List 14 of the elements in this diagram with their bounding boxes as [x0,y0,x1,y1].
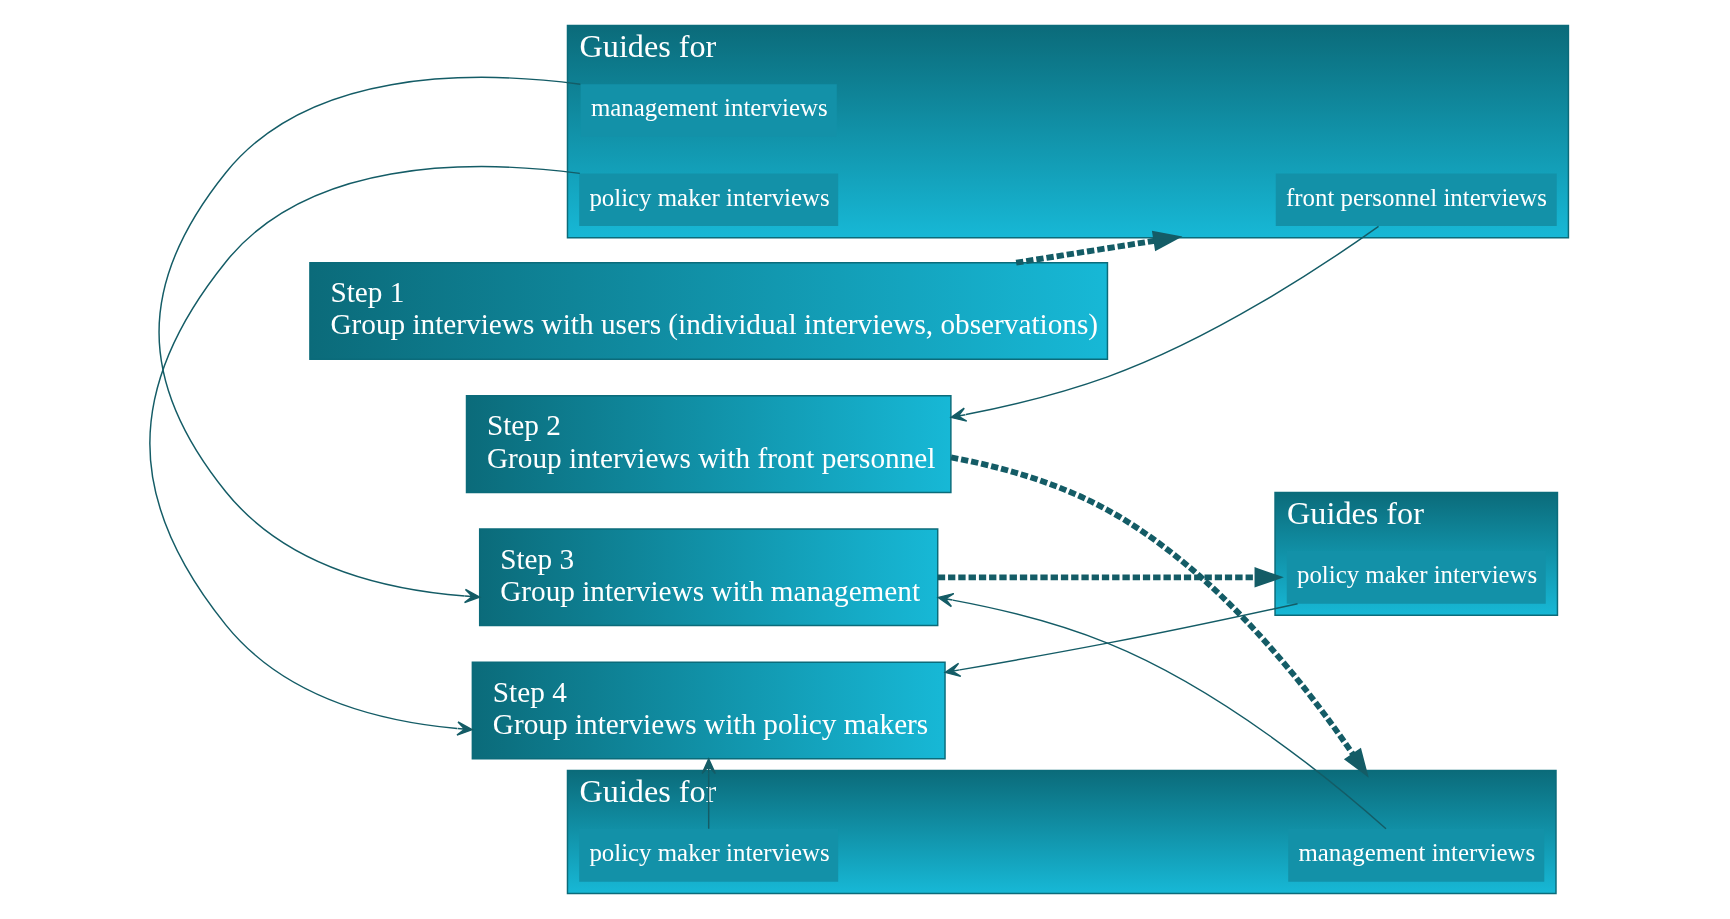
arrow [149,165,581,736]
arrow [950,454,1369,778]
arrow [950,225,1380,422]
node-box: Step 1 Group interviews with users (individual interviews, observations) [309,261,1109,360]
node-box: Step 2 Group interviews with front personnel [465,395,952,494]
arrow [701,758,716,830]
node-box: Step 3 Group interviews with management [478,528,939,627]
node-box: front personnel interviews [1275,173,1557,227]
arrow [937,567,1284,588]
node-box: policy maker interviews [579,173,839,227]
arrow [944,602,1299,678]
arrow [158,76,582,604]
arrow [937,592,1387,830]
node-box: Step 4 Group interviews with policy makers [471,661,946,760]
